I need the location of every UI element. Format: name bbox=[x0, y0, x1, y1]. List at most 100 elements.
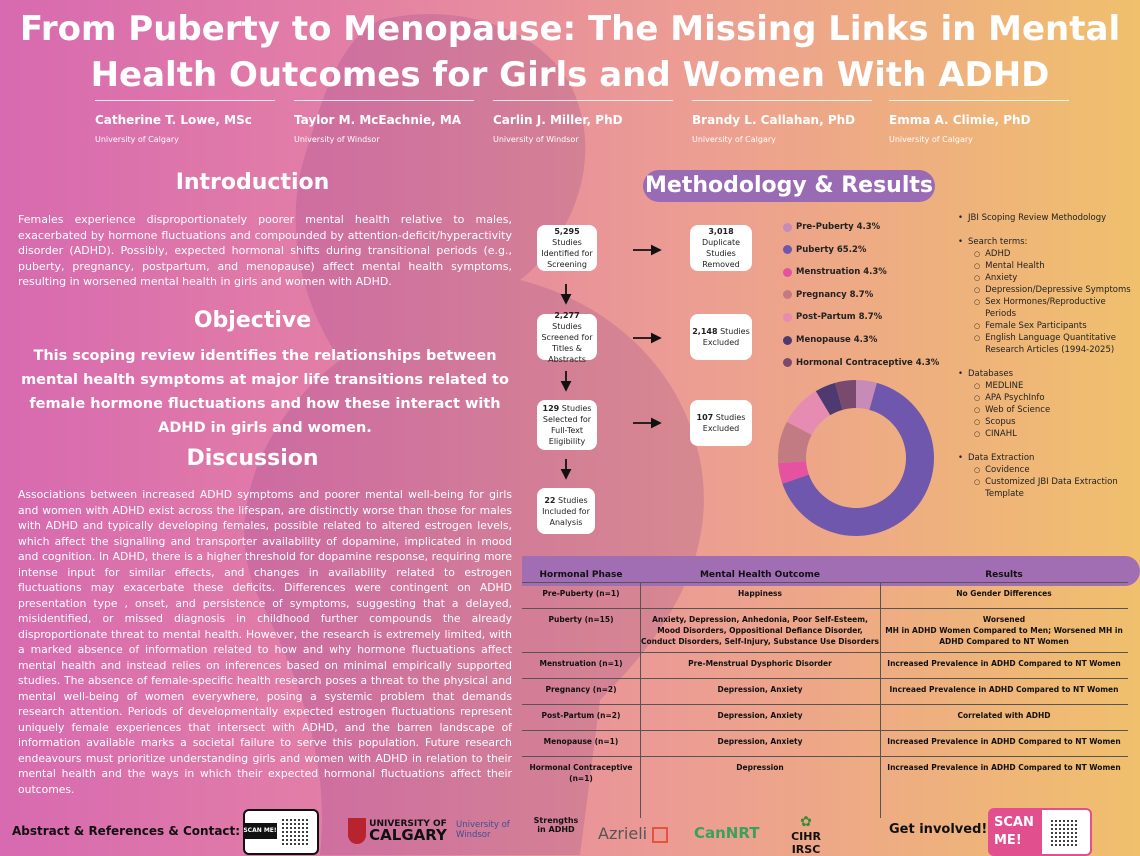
legend-label: Hormonal Contraceptive 4.3% bbox=[796, 357, 940, 368]
legend-swatch bbox=[783, 222, 792, 232]
outcome-cell: Depression, Anxiety bbox=[717, 685, 803, 694]
legend-entry: Menstruation 4.3% bbox=[783, 267, 887, 277]
donut-slice-pre-puberty bbox=[856, 380, 877, 410]
donut-slice-pregnancy bbox=[778, 421, 812, 464]
donut-slice-puberty bbox=[782, 382, 934, 536]
search-term: Anxiety bbox=[958, 272, 1136, 284]
canrnt-logo: CanNRT bbox=[694, 824, 759, 842]
author-1: Catherine T. Lowe, MSc University of Cal… bbox=[95, 100, 275, 144]
methods-item: Data Extraction bbox=[958, 452, 1136, 464]
phase-donut-chart bbox=[778, 380, 934, 536]
legend-entry: Post-Partum 8.7% bbox=[783, 312, 882, 322]
flow-box-fulltext: 129 Studies Selected for Full-Text Eligi… bbox=[537, 400, 597, 450]
extraction-item: Covidence bbox=[958, 464, 1136, 476]
legend-swatch bbox=[783, 358, 792, 368]
author-name: Brandy L. Callahan, PhD bbox=[692, 113, 856, 127]
extraction-item: Customized JBI Data Extraction Template bbox=[958, 476, 1136, 500]
search-term: ADHD bbox=[958, 248, 1136, 260]
windsor-logo: University of Windsor bbox=[456, 820, 522, 840]
donut-slice-post-partum bbox=[786, 391, 831, 435]
author-5: Emma A. Climie, PhD University of Calgar… bbox=[889, 100, 1069, 144]
azrieli-logo: Azrieli bbox=[598, 824, 669, 843]
search-term: Female Sex Participants bbox=[958, 320, 1136, 332]
flow-label: Studies Excluded bbox=[702, 413, 746, 433]
phase-cell: Pregnancy (n=2) bbox=[545, 685, 617, 694]
result-cell: Worsened MH in ADHD Women Compared to Me… bbox=[885, 615, 1123, 646]
flow-box-included: 22 Studies Included for Analysis bbox=[537, 488, 595, 534]
strengths-in-adhd-logo: Strengths in ADHD bbox=[533, 816, 579, 834]
outcome-cell: Depression, Anxiety bbox=[717, 737, 803, 746]
calgary-logo-top: UNIVERSITY OF bbox=[369, 818, 447, 829]
outcome-cell: Depression, Anxiety bbox=[717, 711, 803, 720]
legend-swatch bbox=[783, 267, 792, 277]
author-name: Carlin J. Miller, PhD bbox=[493, 113, 623, 127]
introduction-heading: Introduction bbox=[175, 170, 330, 195]
windsor-logo-text: University of Windsor bbox=[456, 820, 510, 840]
abstract-qr-frame[interactable]: SCAN ME! bbox=[243, 809, 319, 855]
author-name: Catherine T. Lowe, MSc bbox=[95, 113, 252, 127]
introduction-text: Females experience disproportionately po… bbox=[18, 213, 512, 288]
azrieli-logo-text: Azrieli bbox=[598, 824, 648, 843]
author-name: Taylor M. McEachnie, MA bbox=[294, 113, 462, 127]
legend-entry: Puberty 65.2% bbox=[783, 245, 866, 255]
get-involved-qr-frame[interactable]: SCAN ME! bbox=[988, 808, 1092, 856]
author-affiliation: University of Windsor bbox=[294, 135, 380, 144]
outcome-cell: Anxiety, Depression, Anhedonia, Poor Sel… bbox=[640, 615, 880, 646]
author-affiliation: University of Calgary bbox=[692, 135, 776, 144]
author-3: Carlin J. Miller, PhD University of Wind… bbox=[493, 100, 673, 144]
legend-label: Pregnancy 8.7% bbox=[796, 289, 874, 300]
legend-entry: Pre-Puberty 4.3% bbox=[783, 222, 880, 232]
strengths-logo-text: Strengths in ADHD bbox=[533, 816, 579, 834]
column-header: Results bbox=[985, 570, 1023, 580]
column-header: Mental Health Outcome bbox=[699, 570, 821, 580]
result-cell: Increased Prevalence in ADHD Compared to… bbox=[887, 737, 1121, 746]
phase-cell: Menopause (n=1) bbox=[543, 737, 619, 746]
methods-list: JBI Scoping Review Methodology Search te… bbox=[958, 212, 1136, 500]
donut-slice-menopause bbox=[815, 382, 843, 416]
abstract-qr-code[interactable] bbox=[279, 814, 313, 848]
result-cell: Correlated with ADHD bbox=[957, 711, 1051, 720]
canrnt-logo-text: CanNRT bbox=[694, 824, 760, 842]
flow-label: Studies Identified for Screening bbox=[541, 238, 593, 269]
table-row: Menopause (n=1) Depression, Anxiety Increa… bbox=[522, 730, 1128, 757]
database-item: Scopus bbox=[958, 416, 1136, 428]
table-row: Pregnancy (n=2) Depression, Anxiety Increa… bbox=[522, 678, 1128, 705]
title-line-2: Health Outcomes for Girls and Women With… bbox=[90, 55, 1050, 95]
flow-count: 2,148 bbox=[692, 327, 718, 336]
result-cell: Increased Prevalence in ADHD Compared to… bbox=[887, 659, 1121, 668]
author-affiliation: University of Windsor bbox=[493, 135, 579, 144]
legend-label: Post-Partum 8.7% bbox=[796, 312, 883, 323]
flow-count: 107 bbox=[696, 413, 714, 422]
get-involved-label: Get involved! bbox=[889, 822, 988, 837]
calgary-crest-icon bbox=[348, 818, 366, 844]
search-term: English Language Quantitative Research A… bbox=[958, 332, 1136, 356]
search-term: Sex Hormones/Reproductive Periods bbox=[958, 296, 1136, 320]
author-4: Brandy L. Callahan, PhD University of Ca… bbox=[692, 100, 872, 144]
result-cell: Increaed Prevalence in ADHD Compared to … bbox=[889, 685, 1119, 694]
flow-count: 5,295 bbox=[554, 227, 580, 236]
get-involved-qr-code[interactable] bbox=[1048, 815, 1082, 849]
flow-box-identified: 5,295 Studies Identified for Screening bbox=[537, 225, 597, 271]
author-affiliation: University of Calgary bbox=[889, 135, 973, 144]
phase-cell: Puberty (n=15) bbox=[548, 615, 614, 624]
flow-label: Studies Selected for Full-Text Eligibili… bbox=[542, 404, 592, 446]
table-header: Hormonal Phase Mental Health Outcome Res… bbox=[522, 556, 1140, 586]
objective-text: This scoping review identifies the relat… bbox=[21, 348, 509, 436]
legend-entry: Hormonal Contraceptive 4.3% bbox=[783, 358, 939, 368]
legend-swatch bbox=[783, 290, 792, 300]
flow-box-excluded-1: 2,148 Studies Excluded bbox=[690, 314, 752, 360]
flow-label: Duplicate Studies Removed bbox=[701, 238, 741, 269]
column-header: Hormonal Phase bbox=[539, 570, 623, 580]
methods-item: Search terms: bbox=[958, 236, 1136, 248]
flow-count: 2,277 bbox=[554, 310, 580, 320]
table-divider bbox=[880, 582, 881, 818]
title-line-1: From Puberty to Menopause: The Missing L… bbox=[19, 9, 1121, 49]
calgary-logo-bottom: CALGARY bbox=[369, 825, 447, 844]
azrieli-square-icon bbox=[652, 826, 669, 843]
objective-heading: Objective bbox=[193, 308, 312, 333]
phase-cell: Menstruation (n=1) bbox=[539, 659, 623, 668]
methods-item: Databases bbox=[958, 368, 1136, 380]
